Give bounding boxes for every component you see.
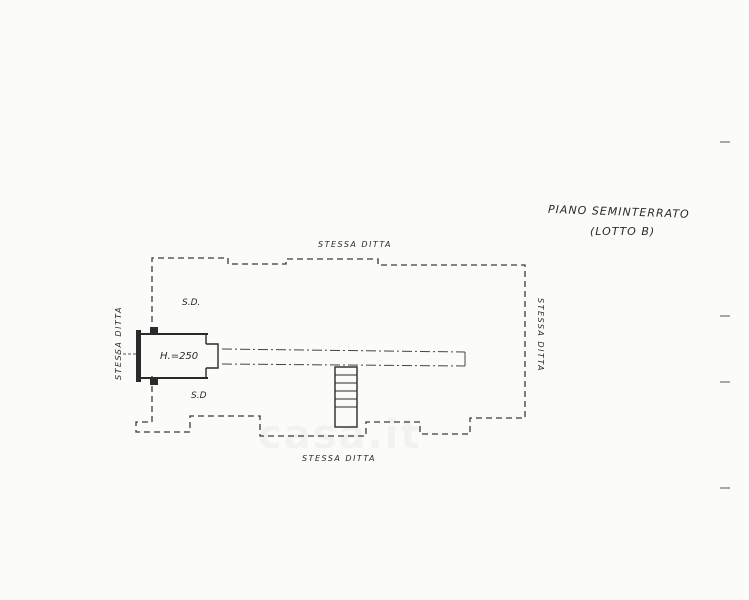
plan-title-line1: PIANO SEMINTERRATO: [547, 202, 690, 221]
margin-ticks: [720, 141, 730, 489]
plan-perimeter: [135, 257, 526, 437]
label-right: STESSA DITTA: [536, 298, 545, 372]
label-bottom: STESSA DITTA: [302, 454, 376, 463]
label-top: STESSA DITTA: [318, 240, 392, 249]
plan-title: PIANO SEMINTERRATO (LOTTO B): [547, 202, 728, 238]
label-left: STESSA DITTA: [114, 306, 123, 380]
label-height: H.=250: [160, 351, 198, 362]
plan-title-line2: (LOTTO B): [590, 225, 656, 238]
staircase: [334, 366, 358, 428]
label-sd-lower: S.D: [191, 391, 207, 401]
corridor: [221, 348, 466, 367]
room-outline: [118, 327, 219, 385]
label-sd-upper: S.D.: [182, 298, 200, 308]
